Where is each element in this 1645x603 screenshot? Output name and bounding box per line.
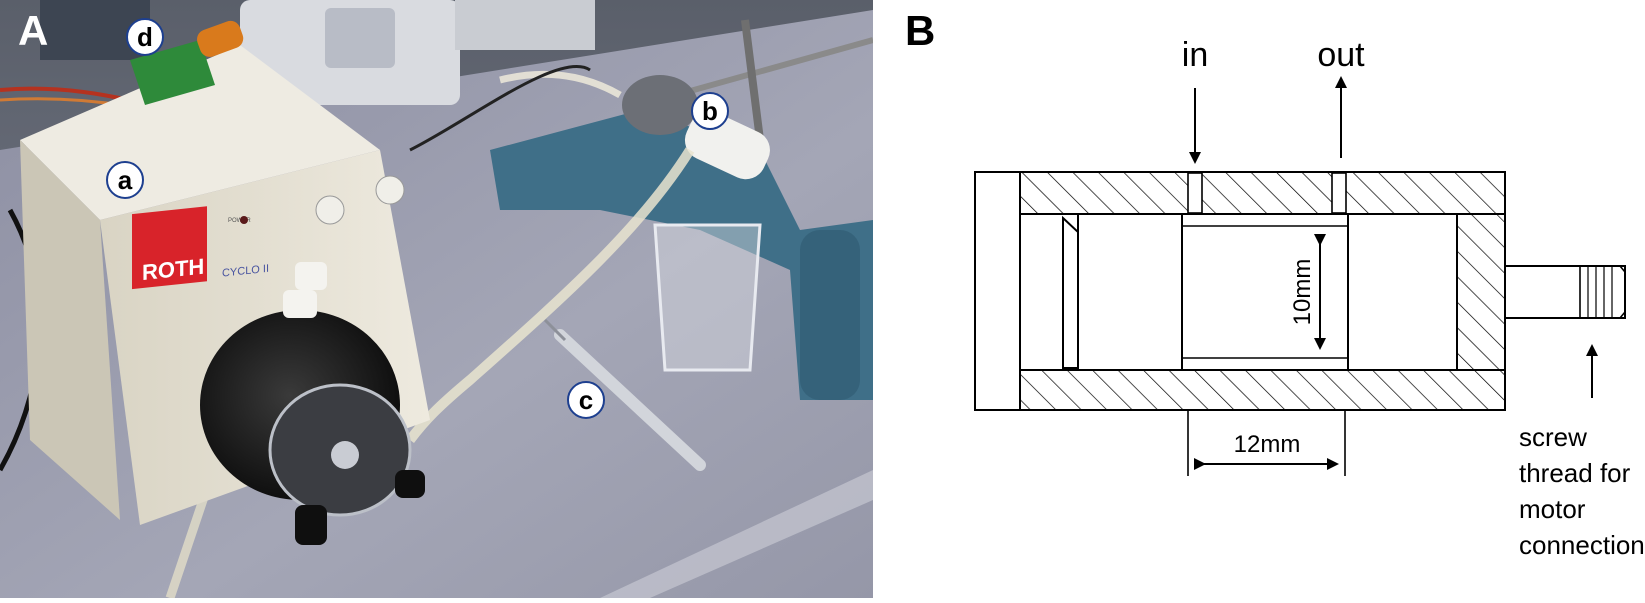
- pump-chamber-diagram: B in out 10mm 12mm screw thread for moto…: [905, 7, 1645, 560]
- outlet-channel: [1331, 172, 1347, 214]
- thread-note-line-2: thread for: [1519, 458, 1631, 488]
- thread-chamfer: [1619, 265, 1626, 319]
- callout-d: [126, 18, 164, 56]
- lab-stand-post: [800, 230, 860, 400]
- power-text: POWER: [228, 218, 251, 224]
- thread-note-line-3: motor: [1519, 494, 1586, 524]
- syringe-needle: [543, 318, 567, 342]
- pump-clamp-1: [295, 262, 327, 290]
- thread-note: screw thread for motor connection: [1519, 422, 1645, 560]
- rotor-hub: [331, 441, 359, 469]
- thread-note-line-1: screw: [1519, 422, 1587, 452]
- motor-shaft: [1504, 265, 1626, 319]
- setup-photo: ROTH CYCLO II POWER a b c d A: [0, 0, 874, 600]
- callout-c: [567, 381, 605, 419]
- inlet-channel: [1187, 172, 1203, 214]
- tubing-main: [406, 147, 695, 444]
- direction-knob: [375, 175, 405, 205]
- beaker: [653, 223, 762, 372]
- syringe: [554, 329, 706, 471]
- top-wall: [1019, 171, 1506, 215]
- pump-screw-1: [395, 470, 425, 498]
- callout-b: [691, 92, 729, 130]
- background-device-panel: [325, 8, 395, 68]
- bottom-wall: [1019, 369, 1506, 411]
- panel-b-letter: B: [905, 7, 935, 54]
- tubing-top: [499, 70, 622, 99]
- cable-dark: [409, 64, 591, 152]
- end-wall: [1456, 213, 1506, 371]
- diameter-label: 10mm: [1289, 259, 1316, 326]
- callout-a-label: a: [118, 165, 133, 195]
- motor-body: [622, 75, 698, 135]
- controller-board: [130, 40, 215, 105]
- brand-logo: [132, 206, 207, 290]
- thread-note-line-4: connection: [1519, 530, 1645, 560]
- diagram-panel: B in out 10mm 12mm screw thread for moto…: [900, 0, 1645, 598]
- pump-screw-2: [295, 505, 327, 545]
- outlet-label: out: [1317, 36, 1365, 74]
- pump-front: [20, 140, 120, 520]
- model-text: CYCLO II: [222, 263, 269, 280]
- clamp-rod-2: [741, 19, 764, 141]
- speed-knob: [315, 195, 345, 225]
- callout-c-label: c: [579, 385, 593, 415]
- callout-a: [106, 161, 144, 199]
- power-led: [240, 216, 248, 224]
- controller-knob: [197, 20, 244, 57]
- pump-clamp-2: [283, 290, 317, 318]
- background-device-2: [455, 0, 595, 50]
- callout-d-label: d: [137, 22, 153, 52]
- inlet-label: in: [1182, 36, 1208, 74]
- callout-b-label: b: [702, 96, 718, 126]
- bench-edge: [600, 470, 873, 598]
- panel-a-letter: A: [18, 7, 48, 54]
- lab-stand: [490, 110, 873, 400]
- photo-panel: ROTH CYCLO II POWER a b c d A: [0, 0, 874, 600]
- piston: [1077, 213, 1458, 371]
- piston-chamfer: [1062, 215, 1079, 369]
- length-label: 12mm: [1234, 431, 1301, 458]
